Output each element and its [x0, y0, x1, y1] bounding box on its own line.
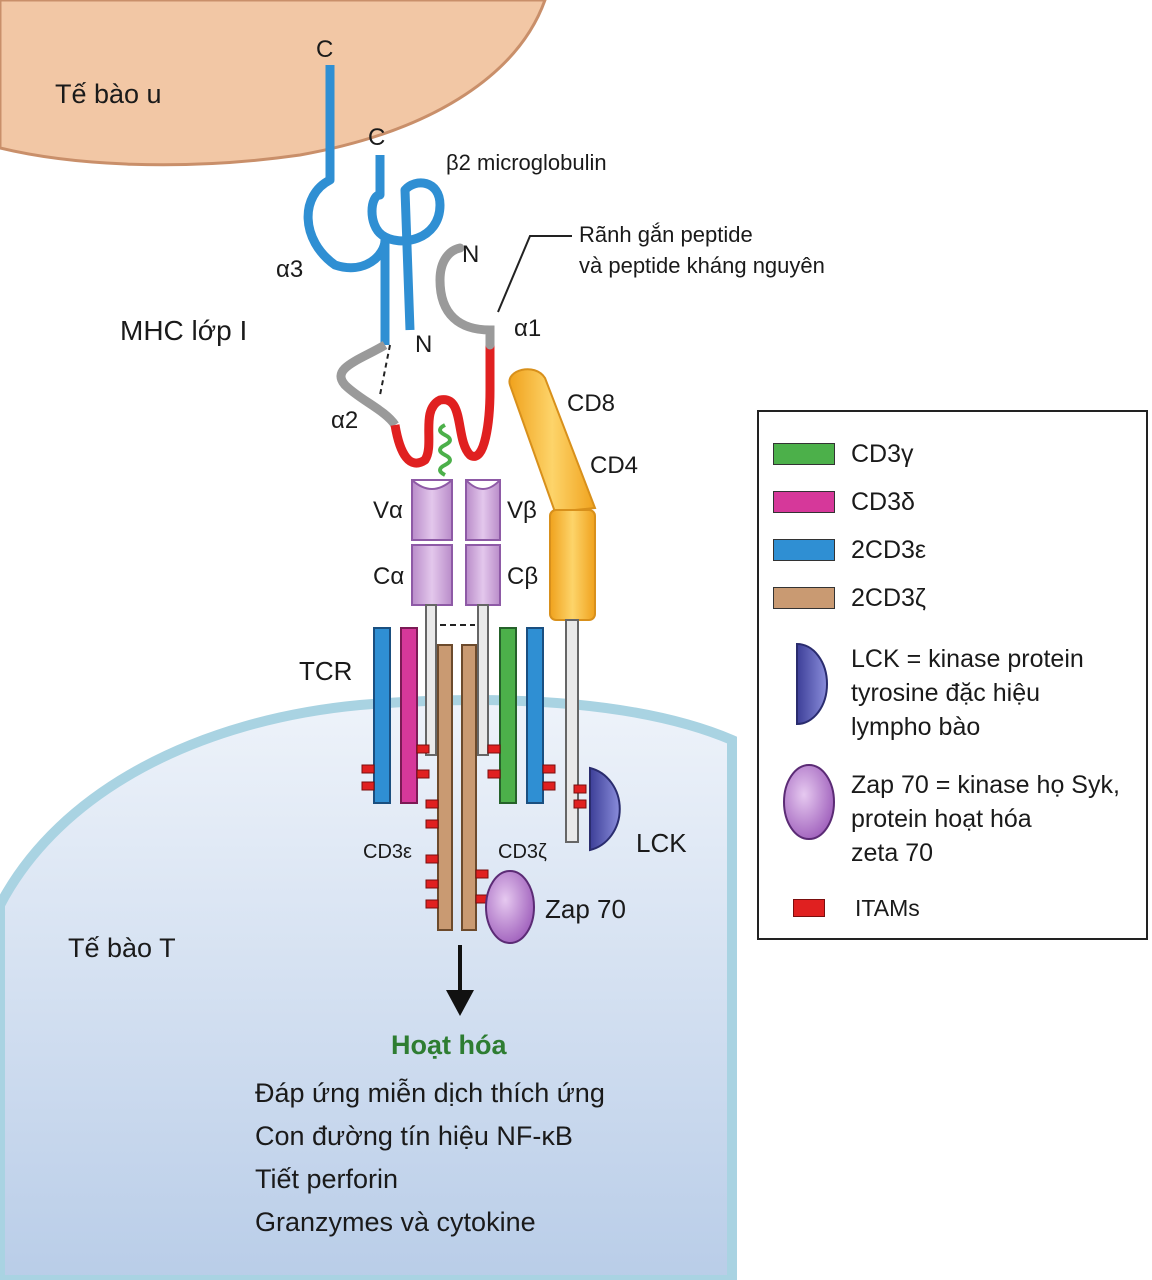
cd3-gamma — [499, 627, 517, 804]
t-cell-body — [0, 695, 737, 1280]
tcr-label: TCR — [299, 656, 352, 686]
tcr-beta-stalk — [477, 604, 489, 756]
legend-cd3z: 2CD3ζ — [851, 584, 926, 612]
c-alpha-label: Cα — [373, 563, 404, 590]
legend-row-cd3g: CD3γ — [773, 438, 914, 470]
c-terminus-alpha: C — [316, 36, 333, 63]
legend-zap70-icon — [783, 764, 835, 840]
alpha3-label: α3 — [276, 256, 303, 283]
mhc-alpha-chain — [303, 65, 390, 345]
cd3-zeta-left — [437, 644, 453, 931]
v-beta-domain — [465, 479, 501, 541]
beta2-microglobulin — [367, 155, 445, 331]
v-alpha-label: Vα — [373, 497, 403, 524]
tumor-cell-body — [0, 0, 547, 167]
mhc-label: MHC lớp I — [120, 315, 247, 346]
v-beta-label: Vβ — [507, 497, 537, 524]
legend-row-cd3d: CD3δ — [773, 486, 915, 518]
alpha1-label: α1 — [514, 315, 541, 342]
legend-zap70-line: protein hoạt hóa — [851, 805, 1032, 833]
activation-title: Hoạt hóa — [391, 1030, 507, 1060]
cd8-stalk — [565, 619, 579, 843]
cd3g-swatch — [773, 443, 835, 465]
legend-cd3e: 2CD3ε — [851, 536, 927, 564]
activation-item: Tiết perforin — [255, 1164, 399, 1194]
cd8-cd4-lower — [549, 509, 596, 621]
groove-label-line2: và peptide kháng nguyên — [579, 253, 825, 278]
legend-zap70-line: zeta 70 — [851, 839, 934, 867]
c-beta-domain — [465, 544, 501, 606]
v-alpha-domain — [411, 479, 453, 541]
groove-label-line1: Rãnh gắn peptide — [579, 222, 753, 247]
legend-zap70-text: Zap 70 = kinase họ Syk, protein hoạt hóa… — [851, 768, 1120, 870]
legend-lck-line: LCK = kinase protein — [851, 645, 1084, 673]
legend-itams: ITAMs — [855, 895, 920, 921]
cd3z-label: CD3ζ — [498, 841, 547, 863]
zap70-label: Zap 70 — [545, 894, 626, 924]
tcr-alpha-stalk — [425, 604, 437, 756]
legend-lck-text: LCK = kinase protein tyrosine đặc hiệu l… — [851, 642, 1084, 744]
cd3z-swatch — [773, 587, 835, 609]
cd4-label: CD4 — [590, 452, 638, 479]
legend-box: CD3γ CD3δ 2CD3ε 2CD3ζ LCK = kinase prote… — [757, 410, 1148, 940]
cd3-delta — [400, 627, 418, 804]
activation-item: Đáp ứng miễn dịch thích ứng — [255, 1078, 605, 1108]
legend-cd3g: CD3γ — [851, 440, 914, 468]
c-terminus-beta2: C — [368, 124, 385, 151]
legend-row-cd3z: 2CD3ζ — [773, 582, 926, 614]
legend-lck-icon — [796, 642, 828, 726]
tumor-cell-label: Tế bào u — [55, 79, 162, 109]
legend-zap70-line: Zap 70 = kinase họ Syk, — [851, 771, 1120, 799]
cd3-epsilon-left — [373, 627, 391, 804]
zap70-kinase — [485, 870, 535, 944]
alpha2-label: α2 — [331, 407, 358, 434]
mhc-alpha1-domain — [435, 243, 495, 350]
beta2-label: β2 microglobulin — [446, 150, 607, 175]
activation-item: Granzymes và cytokine — [255, 1207, 536, 1237]
disulfide-bond — [379, 344, 391, 396]
cd8-cd4-upper — [508, 368, 597, 514]
cd3-epsilon-right — [526, 627, 544, 804]
cd8-label: CD8 — [567, 390, 615, 417]
c-beta-label: Cβ — [507, 563, 538, 590]
t-cell-label: Tế bào T — [68, 933, 176, 963]
mhc-alpha2-link — [336, 341, 399, 428]
lck-kinase — [589, 766, 621, 852]
activation-item: Con đường tín hiệu NF-κB — [255, 1121, 573, 1151]
cd3d-swatch — [773, 491, 835, 513]
itam-group — [361, 744, 587, 909]
cd3e-label: CD3ε — [363, 841, 412, 863]
legend-row-cd3e: 2CD3ε — [773, 534, 926, 566]
lck-label: LCK — [636, 828, 687, 858]
itam-swatch — [793, 899, 825, 917]
n-terminus-alpha: N — [462, 241, 479, 268]
antigen-peptide — [438, 423, 452, 477]
cd3-zeta-right — [461, 644, 477, 931]
legend-lck-line: tyrosine đặc hiệu — [851, 679, 1041, 707]
c-alpha-domain — [411, 544, 453, 606]
mhc-alpha2-domain — [390, 345, 495, 468]
legend-cd3d: CD3δ — [851, 488, 915, 516]
activation-arrow-head — [446, 990, 474, 1016]
legend-row-itams: ITAMs — [773, 892, 920, 924]
legend-lck-line: lympho bào — [851, 713, 981, 741]
cd3e-swatch — [773, 539, 835, 561]
n-terminus-beta2: N — [415, 331, 432, 358]
groove-callout-line — [497, 235, 572, 313]
